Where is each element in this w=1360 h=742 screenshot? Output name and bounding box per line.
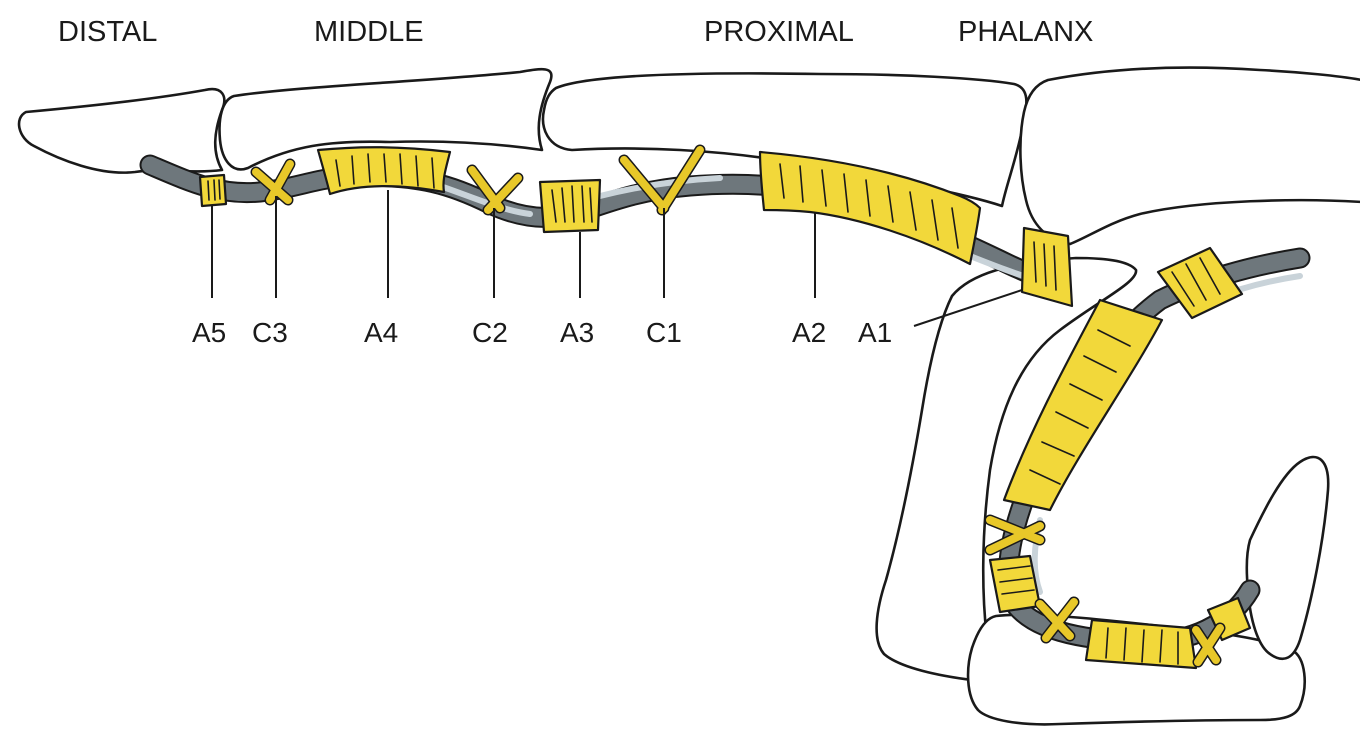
label-c2: C2 bbox=[472, 317, 508, 348]
flexed-pulley-a4 bbox=[1086, 620, 1196, 668]
pulley-a4 bbox=[318, 147, 450, 194]
label-a5: A5 bbox=[192, 317, 226, 348]
heading-phalanx: PHALANX bbox=[958, 16, 1093, 48]
pulley-a3 bbox=[540, 180, 600, 232]
flexed-distal-phalanx-bone bbox=[1247, 457, 1329, 659]
heading-proximal: PROXIMAL bbox=[704, 16, 854, 48]
label-c1: C1 bbox=[646, 317, 682, 348]
bones-extended-finger bbox=[19, 68, 1360, 244]
flexed-pulley-a1 bbox=[1158, 248, 1242, 318]
heading-middle: MIDDLE bbox=[314, 16, 424, 48]
pulley-a5 bbox=[200, 175, 226, 206]
label-a4: A4 bbox=[364, 317, 398, 348]
label-a3: A3 bbox=[560, 317, 594, 348]
flexed-pulley-a3 bbox=[990, 556, 1040, 612]
label-c3: C3 bbox=[252, 317, 288, 348]
metacarpal-head-bone bbox=[1020, 68, 1360, 244]
pulley-a1 bbox=[1022, 228, 1072, 306]
heading-distal: DISTAL bbox=[58, 16, 157, 48]
label-a1: A1 bbox=[858, 317, 892, 348]
label-a2: A2 bbox=[792, 317, 826, 348]
distal-phalanx-bone bbox=[19, 89, 224, 173]
